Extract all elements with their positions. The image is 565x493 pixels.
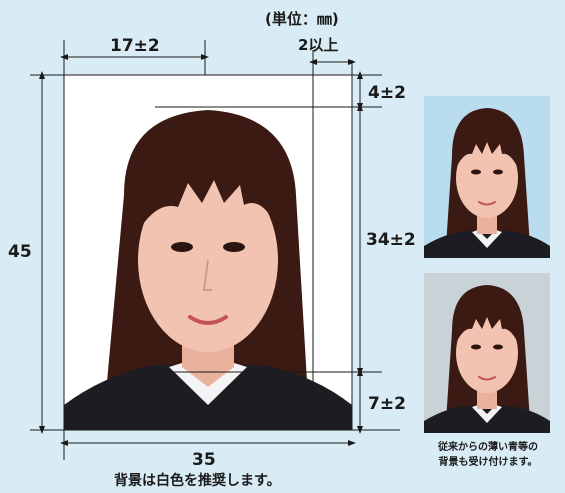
alternate-background-note-line1: 従来からの薄い青等の: [438, 442, 538, 453]
dimension-label-top-offset: 17±2: [110, 36, 160, 56]
dimension-label-right-margin: 2以上: [298, 36, 339, 54]
dimension-label-head-gap: 4±2: [368, 83, 406, 103]
portrait-illustration-small: [424, 108, 550, 258]
portrait-illustration: [64, 110, 352, 430]
dimension-label-height: 45: [8, 242, 32, 262]
dimension-label-face-length: 34±2: [366, 230, 416, 250]
sample-photo-gray-background: [424, 273, 550, 433]
dimension-label-chin-gap: 7±2: [368, 394, 406, 414]
dimension-label-width: 35: [192, 450, 216, 470]
alternate-background-note: 従来からの薄い青等の 背景も受け付けます。: [418, 440, 558, 470]
unit-label: (単位：㎜): [265, 10, 339, 28]
sample-photo-blue-background: [424, 96, 550, 258]
alternate-background-note-line2: 背景も受け付けます。: [438, 457, 538, 468]
sample-photo-white-background: [64, 75, 352, 430]
portrait-illustration-small: [424, 285, 550, 433]
background-recommendation-note: 背景は白色を推奨します。: [114, 473, 281, 489]
